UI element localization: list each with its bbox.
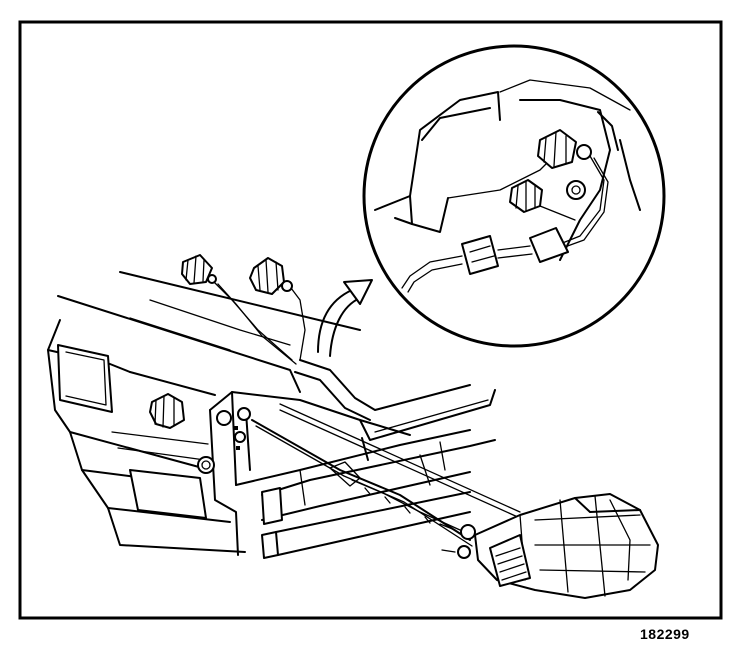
figure-number: 182299 [640, 626, 690, 642]
wiring-harness [251, 403, 521, 547]
bracket-hole [216, 410, 232, 426]
lamp-connector [460, 524, 476, 540]
detail-connector [529, 227, 569, 263]
bulb-socket-upper-left [181, 254, 297, 365]
bulb-socket-lower-left [149, 393, 185, 429]
mounting-bracket [197, 359, 496, 559]
park-turn-lamp-assembly [439, 493, 659, 599]
bulb-socket-upper-right [249, 257, 306, 361]
figure-frame [18, 20, 723, 620]
detail-view-circle [362, 44, 666, 348]
detail-callout-arrow [317, 279, 373, 357]
lamp-connector [457, 545, 471, 559]
mounting-nut [197, 456, 215, 474]
headlamp-opening [57, 344, 113, 413]
bracket-hole [234, 431, 246, 443]
vehicle-front-body [47, 271, 361, 553]
detail-connector [461, 235, 499, 275]
bracket-hole [237, 407, 251, 421]
